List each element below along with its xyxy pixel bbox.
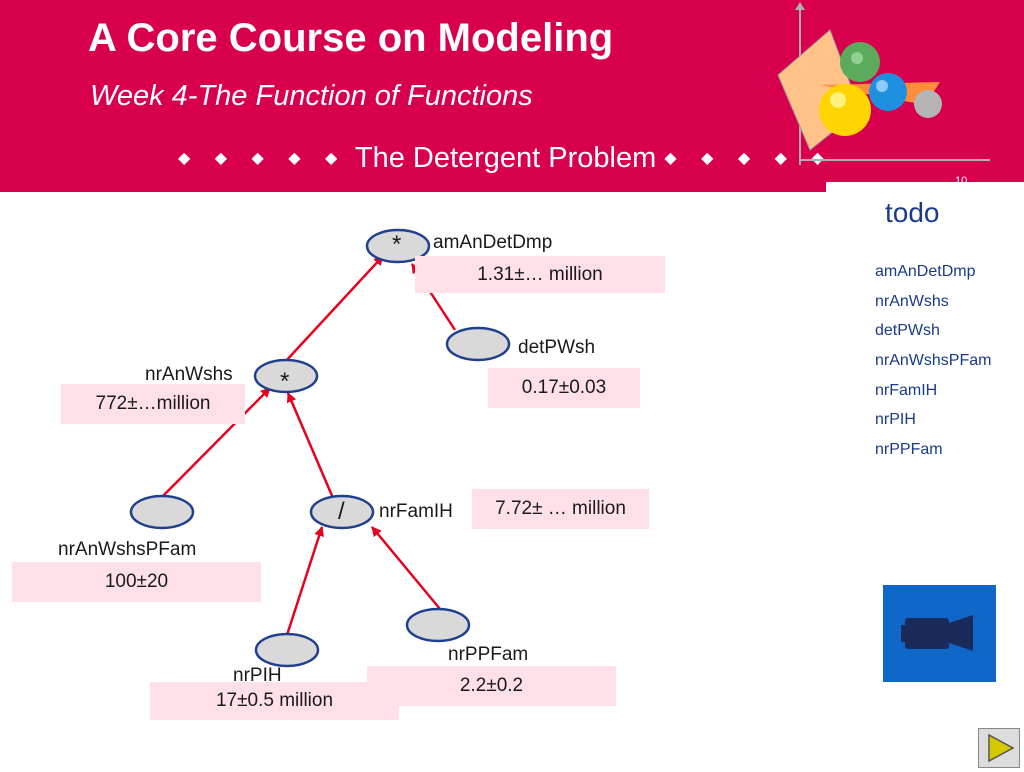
- chart-spheres-logo-icon: [777, 2, 990, 165]
- node-amAnDetDmp[interactable]: [365, 228, 431, 264]
- value-amAnDetDmp: 1.31±… million: [415, 256, 665, 293]
- node-nrPIH[interactable]: [254, 632, 320, 668]
- todo-item: nrPIH: [875, 411, 916, 429]
- operator-amAnDetDmp: *: [392, 231, 402, 258]
- header-notch: [826, 182, 1024, 198]
- label-nrPPFam: nrPPFam: [448, 644, 529, 665]
- topic-marker-right: ◆ ◆ ◆ ◆ ◆: [664, 150, 834, 167]
- edge-nrFamIH-to-nrAnWshs: [286, 392, 335, 499]
- todo-list: amAnDetDmp nrAnWshs detPWsh nrAnWshsPFam…: [875, 262, 991, 470]
- operator-nrFamIH: /: [338, 498, 345, 525]
- value-nrPPFam: 2.2±0.2: [367, 666, 616, 706]
- topic-marker-left: ◆ ◆ ◆ ◆ ◆: [178, 150, 348, 167]
- slide-title: A Core Course on Modeling: [88, 16, 614, 60]
- todo-item: amAnDetDmp: [875, 263, 976, 280]
- label-nrAnWshs: nrAnWshs: [145, 364, 233, 385]
- todo-item: nrAnWshsPFam: [875, 352, 992, 370]
- node-nrAnWshs[interactable]: [253, 358, 319, 394]
- label-amAnDetDmp: amAnDetDmp: [433, 232, 553, 253]
- todo-item: nrFamIH: [875, 381, 938, 399]
- video-button[interactable]: [883, 585, 996, 682]
- value-nrAnWshs: 772±…million: [61, 384, 245, 424]
- value-detPWsh: 0.17±0.03: [488, 368, 640, 408]
- edge-nrAnWshsPFam-to-nrAnWshs: [161, 387, 271, 498]
- todo-item: nrAnWshs: [875, 292, 949, 310]
- edge-nrPIH-to-nrFamIH: [285, 526, 324, 636]
- label-nrPIH: nrPIH: [233, 665, 282, 686]
- label-nrFamIH: nrFamIH: [379, 501, 453, 522]
- next-slide-button[interactable]: [978, 728, 1020, 768]
- video-camera-icon: [901, 615, 973, 651]
- value-nrFamIH: 7.72± … million: [472, 489, 649, 529]
- node-detPWsh[interactable]: [445, 326, 511, 362]
- edge-nrPPFam-to-nrFamIH: [371, 526, 441, 610]
- value-nrPIH: 17±0.5 million: [150, 682, 399, 720]
- edge-nrAnWshs-to-amAnDetDmp: [284, 255, 384, 363]
- value-nrAnWshsPFam: 100±20: [12, 562, 261, 602]
- node-nrPPFam[interactable]: [405, 607, 471, 643]
- todo-title: todo: [885, 197, 940, 228]
- label-nrAnWshsPFam: nrAnWshsPFam: [58, 539, 197, 560]
- node-nrAnWshsPFam[interactable]: [129, 494, 195, 530]
- topic-text: The Detergent Problem: [354, 142, 657, 174]
- slide-topic: ◆ ◆ ◆ ◆ ◆ The Detergent Problem ◆ ◆ ◆ ◆ …: [178, 142, 834, 175]
- todo-item: nrPPFam: [875, 441, 943, 459]
- slide-number: 10: [955, 175, 968, 187]
- todo-item: detPWsh: [875, 322, 940, 340]
- slide-subtitle: Week 4-The Function of Functions: [90, 80, 533, 112]
- play-icon: [988, 733, 1015, 763]
- label-detPWsh: detPWsh: [518, 337, 596, 358]
- node-nrFamIH[interactable]: [309, 494, 375, 530]
- operator-nrAnWshs: *: [280, 368, 290, 395]
